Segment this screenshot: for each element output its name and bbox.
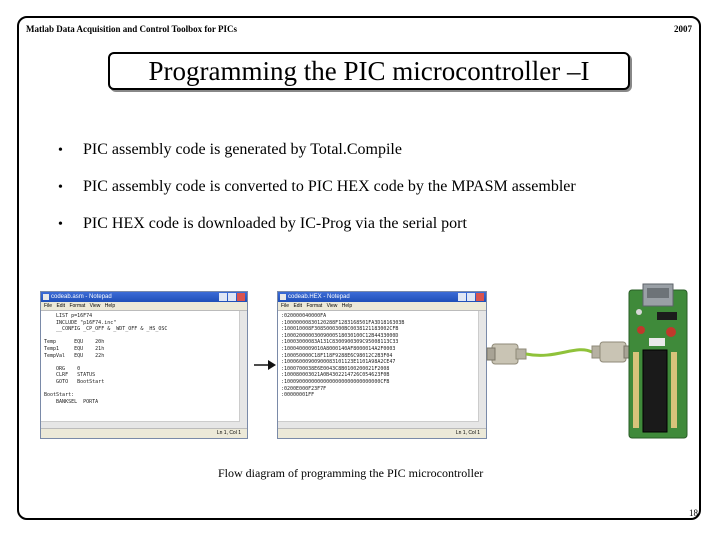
window-controls xyxy=(219,293,245,301)
asm-notepad-window: codeab.asm - Notepad File Edit Format Vi… xyxy=(40,291,248,439)
bullet-list: • PIC assembly code is generated by Tota… xyxy=(58,141,678,252)
asm-window-titlebar: codeab.asm - Notepad xyxy=(41,292,247,302)
notepad-icon xyxy=(280,294,286,300)
minimize-icon xyxy=(219,293,227,301)
asm-status-bar: Ln 1, Col 1 xyxy=(41,428,247,438)
flow-arrow-icon xyxy=(254,360,276,370)
header-year: 2007 xyxy=(674,24,692,34)
header-left: Matlab Data Acquisition and Control Tool… xyxy=(26,24,237,34)
hex-status-bar: Ln 1, Col 1 xyxy=(278,428,486,438)
bullet-item: • PIC assembly code is converted to PIC … xyxy=(58,178,678,215)
bullet-text: PIC assembly code is generated by Total.… xyxy=(83,141,402,158)
asm-window-title: codeab.asm - Notepad xyxy=(51,294,112,300)
maximize-icon xyxy=(228,293,236,301)
figure-caption: Flow diagram of programming the PIC micr… xyxy=(218,466,484,480)
bullet-text: PIC HEX code is downloaded by IC-Prog vi… xyxy=(83,215,467,232)
minimize-icon xyxy=(458,293,466,301)
hex-window-menu: File Edit Format View Help xyxy=(278,302,486,311)
notepad-icon xyxy=(43,294,49,300)
serial-cable-icon xyxy=(486,341,633,365)
hex-code-text: :020000040000FA :10000000830120288F12831… xyxy=(281,313,405,399)
bullet-marker: • xyxy=(58,217,63,232)
bullet-text: PIC assembly code is converted to PIC HE… xyxy=(83,178,576,195)
asm-window-menu: File Edit Format View Help xyxy=(41,302,247,311)
slide-title: Programming the PIC microcontroller –I xyxy=(108,52,630,90)
hex-window-titlebar: codeab.HEX - Notepad xyxy=(278,292,486,302)
asm-code-text: LIST p=16F74 INCLUDE "p16F74.inc" __CONF… xyxy=(44,313,168,405)
horizontal-scrollbar xyxy=(278,421,479,429)
bullet-item: • PIC HEX code is downloaded by IC-Prog … xyxy=(58,215,678,252)
window-controls xyxy=(458,293,484,301)
slide-frame xyxy=(17,16,701,520)
bullet-marker: • xyxy=(58,180,63,195)
pic-board-icon xyxy=(628,283,688,439)
maximize-icon xyxy=(467,293,475,301)
slide-title-text: Programming the PIC microcontroller –I xyxy=(148,55,590,86)
hex-window-title: codeab.HEX - Notepad xyxy=(288,294,350,300)
bullet-item: • PIC assembly code is generated by Tota… xyxy=(58,141,678,178)
close-icon xyxy=(476,293,484,301)
page-number: 18 xyxy=(689,508,698,518)
hex-notepad-window: codeab.HEX - Notepad File Edit Format Vi… xyxy=(277,291,487,439)
close-icon xyxy=(237,293,245,301)
vertical-scrollbar xyxy=(239,311,247,429)
bullet-marker: • xyxy=(58,143,63,158)
horizontal-scrollbar xyxy=(41,421,240,429)
vertical-scrollbar xyxy=(478,311,486,429)
